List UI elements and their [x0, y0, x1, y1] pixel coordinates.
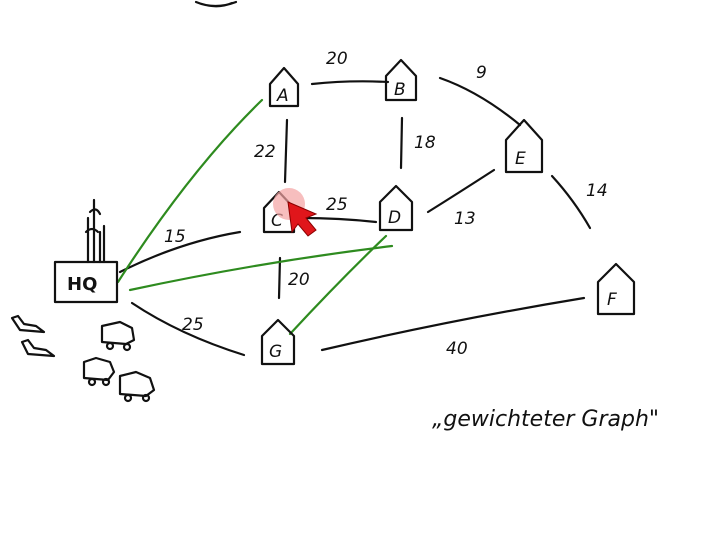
node-b: B: [384, 58, 418, 102]
node-e-label: E: [515, 149, 526, 169]
weight-hq-g: 25: [182, 315, 204, 335]
node-a: A: [268, 66, 300, 108]
highlighted-edges: [116, 98, 394, 336]
weight-d-e: 13: [454, 209, 476, 229]
factory-icon: [53, 198, 119, 304]
diagram-caption: „gewichteter Graph": [432, 407, 659, 432]
truck-icon: [118, 370, 156, 403]
edge-e-f: [550, 174, 592, 230]
edge-c-g: [277, 256, 282, 300]
plane-icon: [20, 338, 56, 358]
edge-b-e: [438, 76, 522, 127]
red-arrow-cursor-icon: [273, 188, 318, 237]
edge-d-e: [426, 168, 496, 214]
green-edge-g-d: [288, 234, 388, 336]
fleet: [10, 314, 156, 403]
weight-g-f: 40: [446, 339, 468, 359]
node-g-label: G: [269, 342, 282, 362]
house-icon: [504, 118, 544, 174]
house-icon: [378, 184, 414, 232]
edge-a-b: [310, 80, 390, 86]
node-g: G: [260, 318, 296, 366]
house-icon: [260, 318, 296, 366]
truck-icon: [100, 320, 136, 352]
house-icon: [384, 58, 418, 102]
edge-weights: 20 9 22 18 25 13 14 15 20 25 40: [164, 49, 608, 359]
edges: [118, 76, 592, 357]
weight-a-b: 20: [326, 49, 348, 69]
weight-a-c: 22: [254, 142, 276, 162]
house-icon: [596, 262, 636, 316]
edge-c-d: [298, 216, 378, 224]
hq-label: HQ: [67, 274, 97, 295]
node-f-label: F: [607, 290, 617, 310]
node-a-label: A: [276, 86, 289, 106]
node-b-label: B: [394, 80, 406, 100]
plane-icon: [10, 314, 46, 334]
edge-hq-g: [130, 301, 246, 357]
weight-b-e: 9: [476, 63, 487, 83]
weight-hq-c: 15: [164, 227, 186, 247]
node-f: F: [596, 262, 636, 316]
cursor-arrow: [287, 201, 318, 237]
weight-c-d: 25: [326, 195, 348, 215]
node-d: D: [378, 184, 414, 232]
weight-e-f: 14: [586, 181, 608, 201]
node-hq: HQ: [53, 198, 119, 304]
edge-hq-c: [118, 230, 242, 274]
edge-a-c: [283, 118, 289, 184]
green-edge-hq-a: [116, 98, 264, 284]
edge-b-d: [399, 116, 404, 170]
weight-c-g: 20: [288, 270, 310, 290]
top-scribble: [194, 0, 238, 8]
truck-icon: [82, 356, 116, 387]
weight-b-d: 18: [414, 133, 436, 153]
node-d-label: D: [388, 208, 401, 228]
green-edge-hq-d: [128, 244, 394, 292]
house-icon: [268, 66, 300, 108]
edge-g-f: [320, 296, 586, 352]
node-e: E: [504, 118, 544, 174]
